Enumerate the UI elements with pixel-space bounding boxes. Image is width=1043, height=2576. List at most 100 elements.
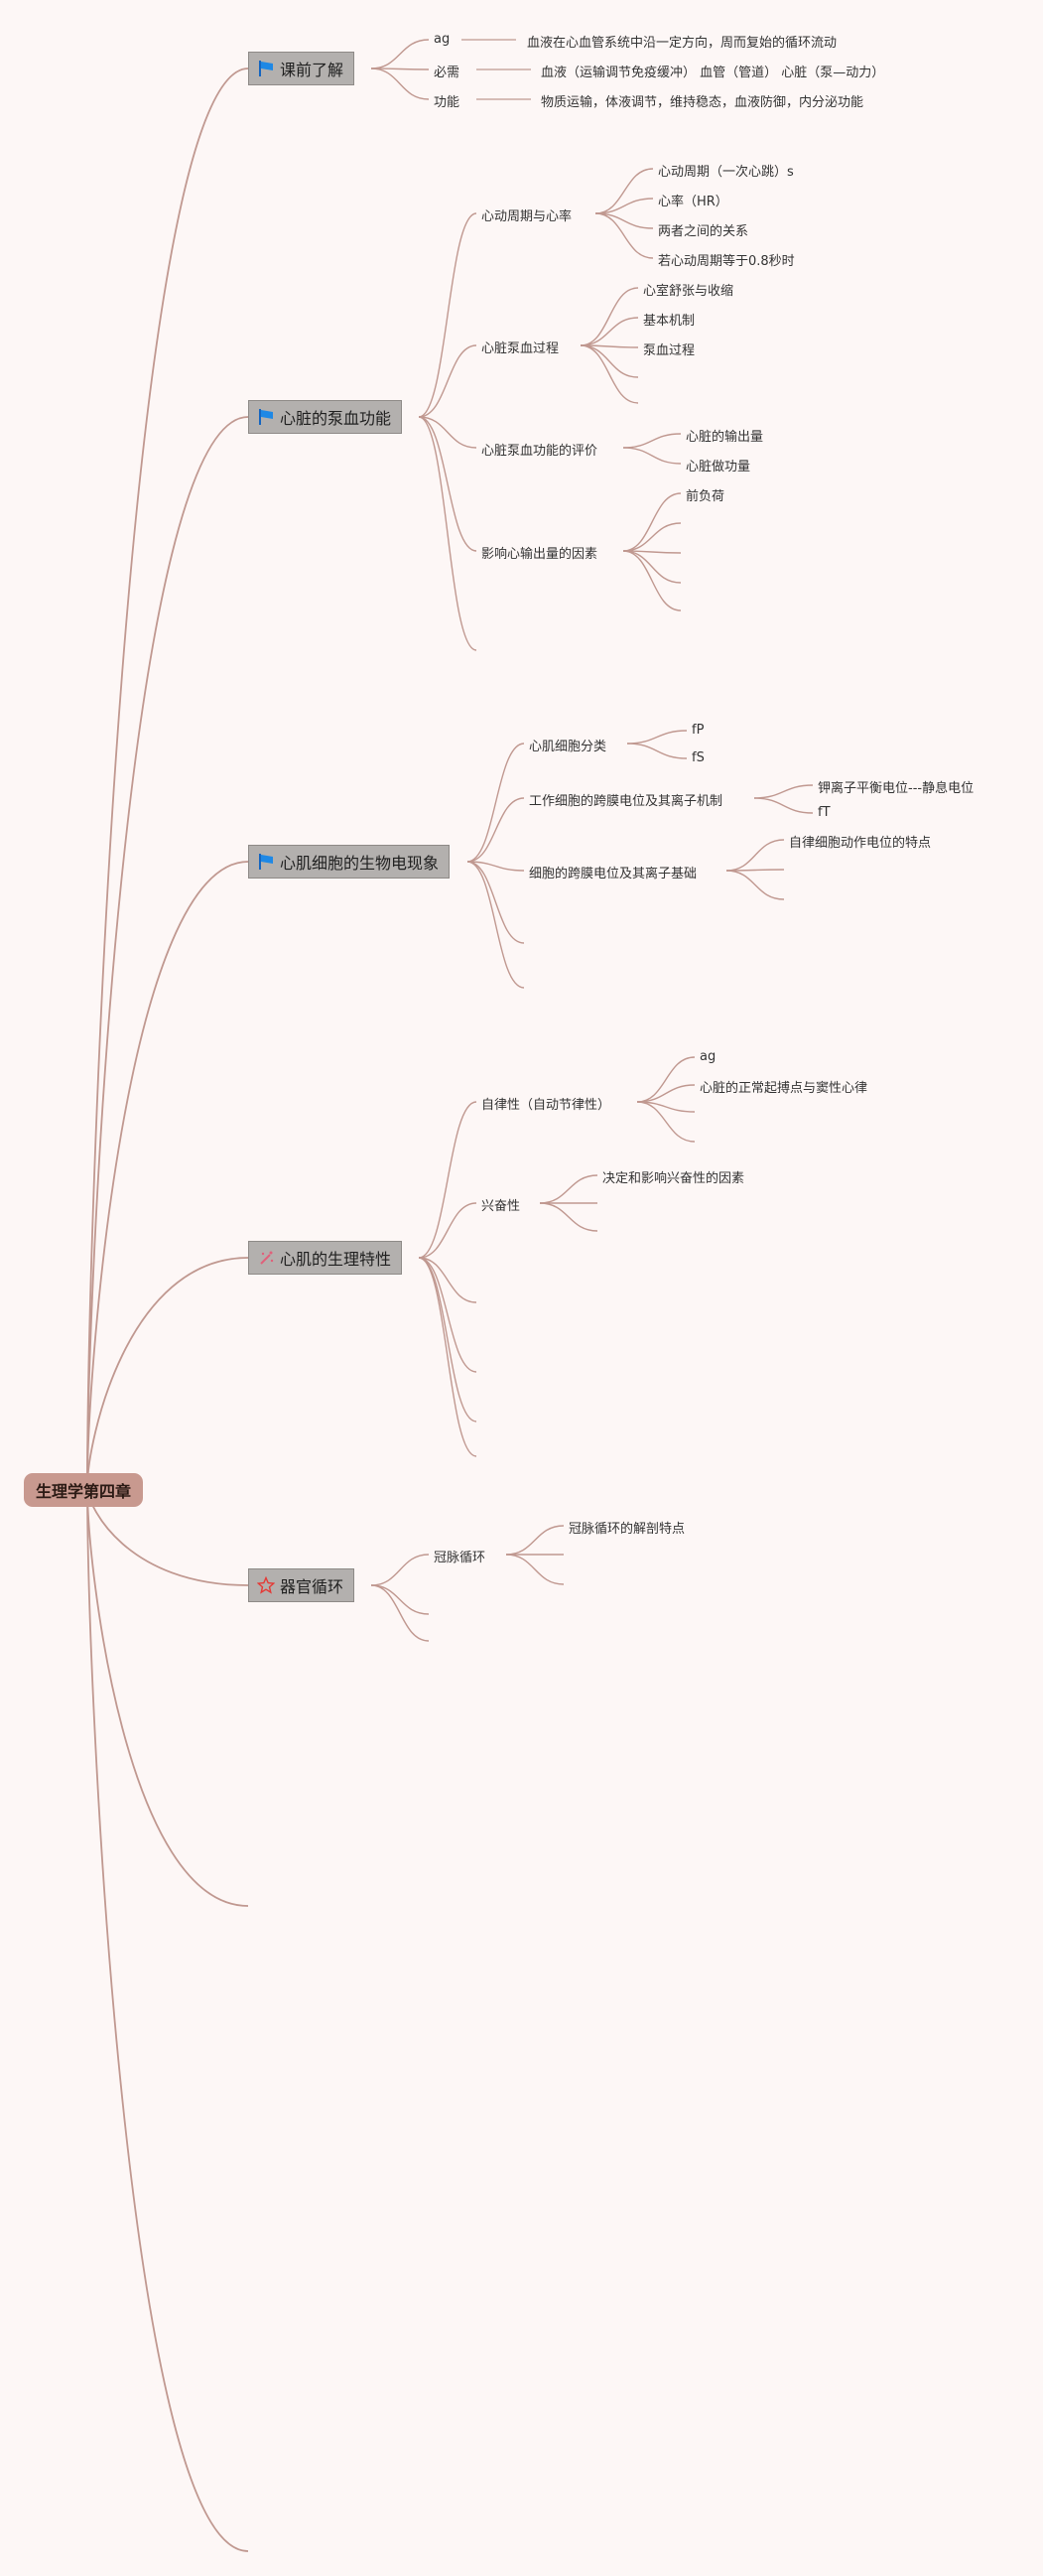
topic-output-factors[interactable]: 影响心输出量的因素 <box>481 547 598 562</box>
connector-2 <box>370 68 430 100</box>
connector-42 <box>418 1257 477 1373</box>
connector-33 <box>626 743 688 759</box>
branch-organ-circulation[interactable]: 器官循环 <box>248 1568 355 1602</box>
subtopic[interactable]: 心率（HR） <box>658 195 728 209</box>
connector-32 <box>626 730 688 745</box>
root-topic[interactable]: 生理学第四章 <box>24 1473 144 1507</box>
root-link-2 <box>86 861 249 1488</box>
subtopic[interactable]: 心动周期（一次心跳）s <box>658 165 794 180</box>
connector-48 <box>636 1101 696 1143</box>
connector-20 <box>622 433 682 449</box>
branch-pre-class[interactable]: 课前了解 <box>248 52 355 85</box>
subtopic[interactable]: fT <box>818 805 831 820</box>
subtopic[interactable]: 决定和影响兴奋性的因素 <box>602 1171 745 1186</box>
topic-excitability[interactable]: 兴奋性 <box>481 1199 521 1214</box>
topic-cardiac-cycle[interactable]: 心动周期与心率 <box>481 209 573 224</box>
connector-9 <box>418 416 477 552</box>
subtopic[interactable]: fS <box>692 750 705 765</box>
subtopic[interactable]: 心脏做功量 <box>686 460 751 475</box>
connector-39 <box>418 1101 477 1259</box>
subtopic[interactable]: 泵血过程 <box>643 343 696 358</box>
connector-7 <box>418 344 477 418</box>
connector-18 <box>580 344 639 378</box>
branch-bioelectric[interactable]: 心肌细胞的生物电现象 <box>248 845 451 879</box>
connector-21 <box>622 447 682 465</box>
connector-29 <box>466 861 525 872</box>
topic-automaticity[interactable]: 自律性（自动节律性） <box>481 1098 611 1113</box>
subtopic[interactable]: 物质运输，体液调节，维持稳态，血液防御，内分泌功能 <box>541 95 864 110</box>
connector-23 <box>622 522 682 552</box>
connector-6 <box>418 212 477 418</box>
connector-49 <box>539 1174 598 1204</box>
root-link-6 <box>86 1486 249 2552</box>
root-link-5 <box>86 1486 249 1907</box>
connector-46 <box>636 1084 696 1103</box>
connector-25 <box>622 550 682 584</box>
connector-26 <box>622 550 682 611</box>
root-link-0 <box>86 68 249 1488</box>
blue-flag-icon <box>257 408 275 426</box>
connector-0 <box>370 39 430 69</box>
connector-51 <box>539 1202 598 1232</box>
blue-flag-icon <box>257 853 275 871</box>
connector-15 <box>580 287 639 346</box>
subtopic[interactable]: 心脏的输出量 <box>686 430 764 445</box>
connector-28 <box>466 797 525 863</box>
subtopic[interactable]: fP <box>692 723 705 738</box>
subtopic[interactable]: 两者之间的关系 <box>658 224 749 239</box>
connector-53 <box>370 1584 430 1615</box>
topic-pump-evaluation[interactable]: 心脏泵血功能的评价 <box>481 444 598 459</box>
root-link-3 <box>86 1257 249 1488</box>
branch-label: 器官循环 <box>280 1577 344 1596</box>
branch-label: 课前了解 <box>280 61 344 79</box>
topic-membrane-potential-basis[interactable]: 细胞的跨膜电位及其离子基础 <box>529 867 698 881</box>
branch-heart-pump[interactable]: 心脏的泵血功能 <box>248 400 403 434</box>
connector-38 <box>725 870 785 900</box>
red-star-icon <box>256 1575 276 1594</box>
connector-57 <box>505 1554 565 1585</box>
connector-54 <box>370 1584 430 1642</box>
branch-label: 心肌细胞的生物电现象 <box>280 854 440 873</box>
subtopic[interactable]: 前负荷 <box>686 489 725 504</box>
subtopic[interactable]: 钾离子平衡电位---静息电位 <box>818 781 975 796</box>
subtopic[interactable]: 血液（运输调节免疫缓冲） 血管（管道） 心脏（泵—动力） <box>541 66 885 80</box>
pink-wand-icon <box>257 1249 275 1267</box>
connector-14 <box>594 212 654 259</box>
branch-physiology[interactable]: 心肌的生理特性 <box>248 1241 403 1275</box>
connector-34 <box>753 784 814 799</box>
connector-8 <box>418 416 477 449</box>
topic-pump-process[interactable]: 心脏泵血过程 <box>481 341 560 356</box>
connector-45 <box>636 1056 696 1103</box>
subtopic[interactable]: 若心动周期等于0.8秒时 <box>658 254 795 269</box>
connector-40 <box>418 1202 477 1259</box>
subtopic[interactable]: 基本机制 <box>643 314 696 329</box>
connector-41 <box>418 1257 477 1303</box>
connector-30 <box>466 861 525 944</box>
connector-44 <box>418 1257 477 1457</box>
connector-12 <box>594 198 654 214</box>
connector-55 <box>505 1525 565 1556</box>
topic-working-cell-potential[interactable]: 工作细胞的跨膜电位及其离子机制 <box>529 794 723 809</box>
connector-16 <box>580 317 639 346</box>
connector-35 <box>753 797 814 814</box>
subtopic[interactable]: 心室舒张与收缩 <box>643 284 734 299</box>
subtopic[interactable]: 心脏的正常起搏点与窦性心律 <box>700 1081 868 1096</box>
connector-27 <box>466 743 525 863</box>
branch-label: 心肌的生理特性 <box>280 1250 392 1269</box>
connector-19 <box>580 344 639 404</box>
subtopic[interactable]: 血液在心血管系统中沿一定方向，周而复始的循环流动 <box>527 36 838 51</box>
topic-ag[interactable]: ag <box>434 32 451 47</box>
connector-52 <box>370 1554 430 1586</box>
subtopic[interactable]: ag <box>700 1049 717 1064</box>
topic-required[interactable]: 必需 <box>434 66 460 80</box>
topic-cell-types[interactable]: 心肌细胞分类 <box>529 740 607 754</box>
connector-11 <box>594 168 654 214</box>
connector-22 <box>622 492 682 552</box>
subtopic[interactable]: 冠脉循环的解剖特点 <box>569 1522 686 1537</box>
connector-10 <box>418 416 477 651</box>
topic-coronary-circulation[interactable]: 冠脉循环 <box>434 1551 486 1565</box>
blue-flag-icon <box>257 60 275 77</box>
subtopic[interactable]: 自律细胞动作电位的特点 <box>789 836 932 851</box>
topic-function[interactable]: 功能 <box>434 95 460 110</box>
